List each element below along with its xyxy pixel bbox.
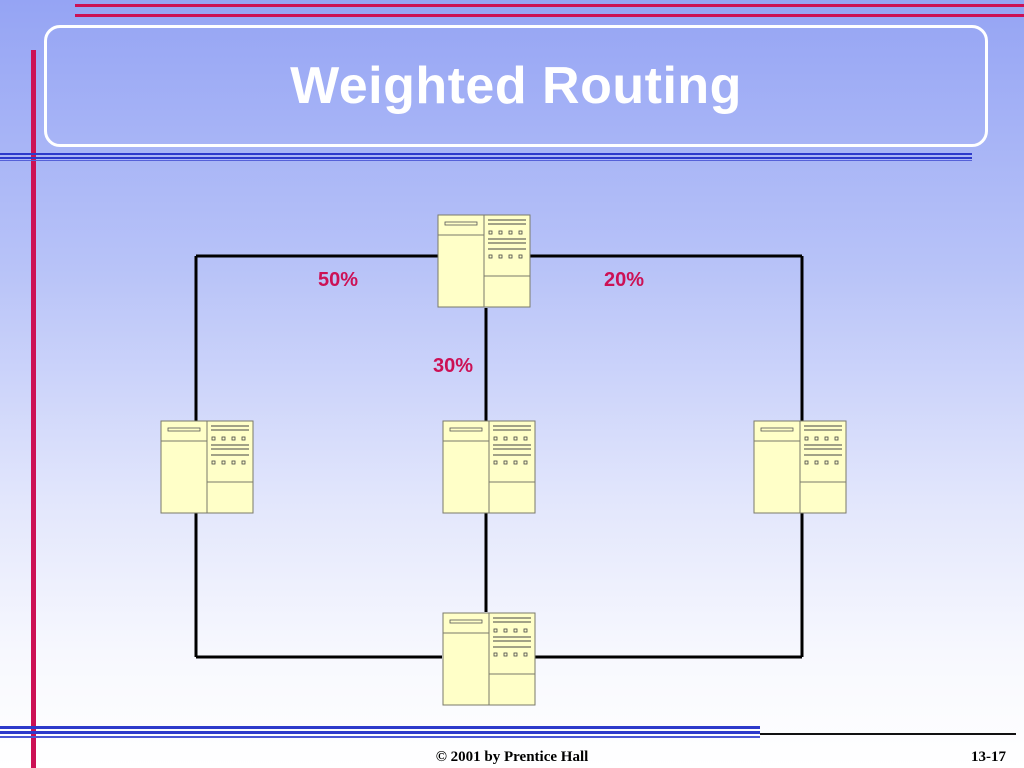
bottom-rule-3: [0, 736, 760, 738]
bottom-black-rule: [760, 733, 1016, 735]
bottom-rule-2: [0, 731, 760, 734]
server-icon: [442, 420, 536, 514]
weight-label-top-right: 20%: [604, 269, 644, 291]
network-links: [194, 254, 804, 659]
page-number: 13-17: [971, 749, 1006, 765]
title-rule-2: [0, 157, 972, 159]
slide-title: Weighted Routing: [290, 57, 742, 115]
weight-label-top-center: 30%: [433, 355, 473, 377]
footer-copyright: © 2001 by Prentice Hall: [435, 749, 589, 765]
bottom-rule-1: [0, 726, 760, 729]
server-icon: [753, 420, 847, 514]
server-icon: [160, 420, 254, 514]
top-red-line-2: [75, 14, 1024, 17]
top-red-line-1: [75, 4, 1024, 7]
server-icon: [437, 214, 531, 308]
title-rule-3: [0, 160, 972, 161]
server-icon: [442, 612, 536, 706]
title-frame: [44, 25, 988, 147]
title-rule-1: [0, 153, 972, 155]
left-red-bar: [31, 50, 36, 768]
weight-label-top-left: 50%: [318, 269, 358, 291]
